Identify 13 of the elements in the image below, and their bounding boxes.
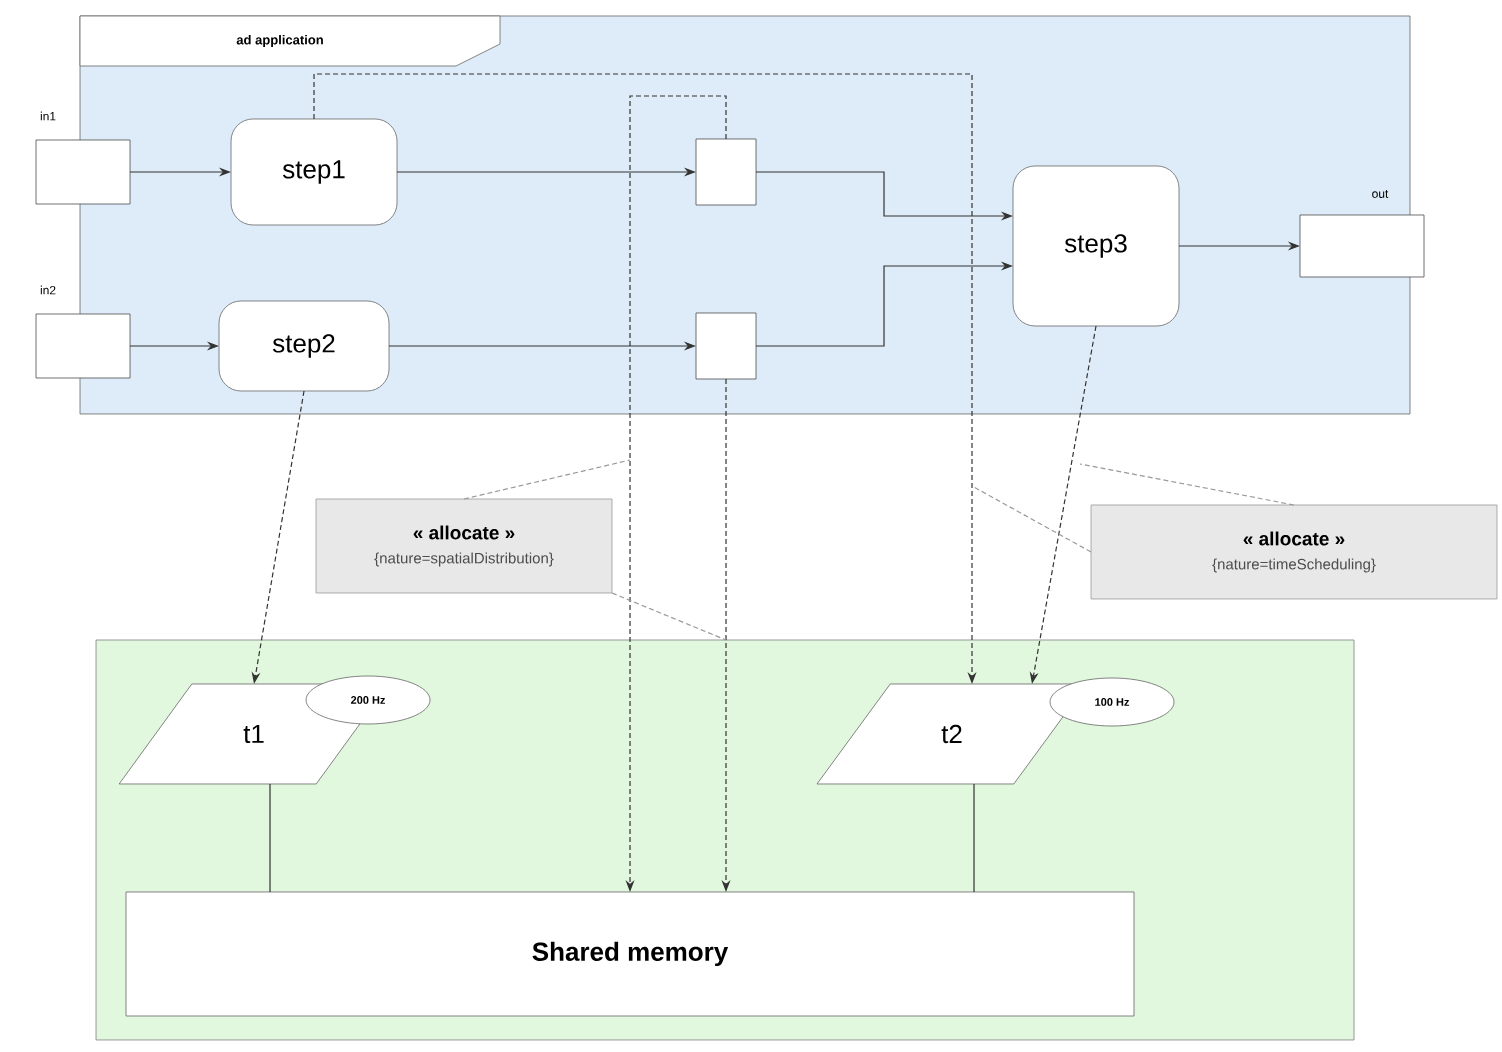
action-box: step3 xyxy=(1012,165,1180,327)
leader-line xyxy=(1079,463,1295,506)
object-box xyxy=(695,138,757,206)
connector-line xyxy=(973,783,975,893)
action-box: step1 xyxy=(230,118,398,226)
object-box xyxy=(695,312,757,380)
connector-line xyxy=(611,592,727,641)
task-parallelogram: t2 xyxy=(816,683,1088,785)
memory-box: Shared memory xyxy=(125,891,1135,1017)
action-box: step2 xyxy=(218,300,390,392)
connector-line xyxy=(269,783,271,893)
leader-line xyxy=(971,485,1092,553)
leader-line xyxy=(463,459,631,500)
